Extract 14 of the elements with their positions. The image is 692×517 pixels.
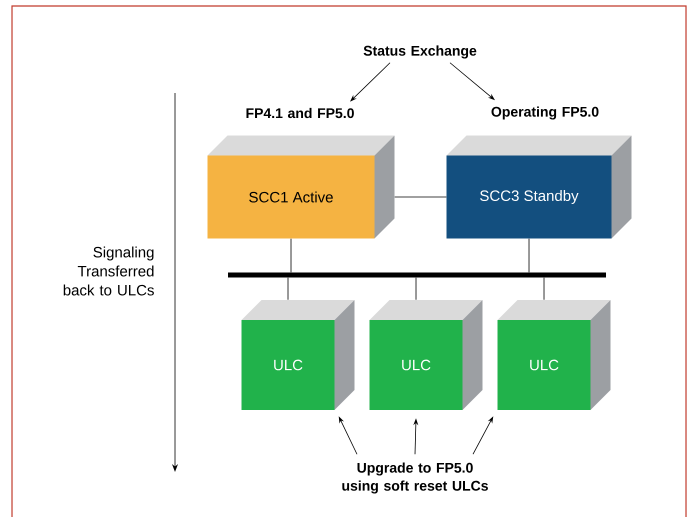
note-text: Upgrade to FP5.0 using soft reset ULCs (342, 462, 488, 494)
heading-text: FP4.1 and FP5.0 (246, 108, 354, 118)
heading-text: Operating FP5.0 (492, 106, 598, 120)
module-box: ULC (498, 300, 610, 410)
module-box: ULC (242, 300, 354, 410)
heading-text: Status Exchange (364, 45, 476, 59)
connector-line (528, 238, 530, 273)
side-label: Signaling Transferred back to ULCs (64, 246, 154, 296)
card-box: SCC3 Standby (446, 136, 632, 238)
card-box: SCC1 Active (208, 136, 394, 238)
bus-bar (228, 272, 606, 278)
connector-line (290, 238, 292, 273)
module-box: ULC (370, 300, 482, 410)
connector-line (394, 196, 447, 198)
